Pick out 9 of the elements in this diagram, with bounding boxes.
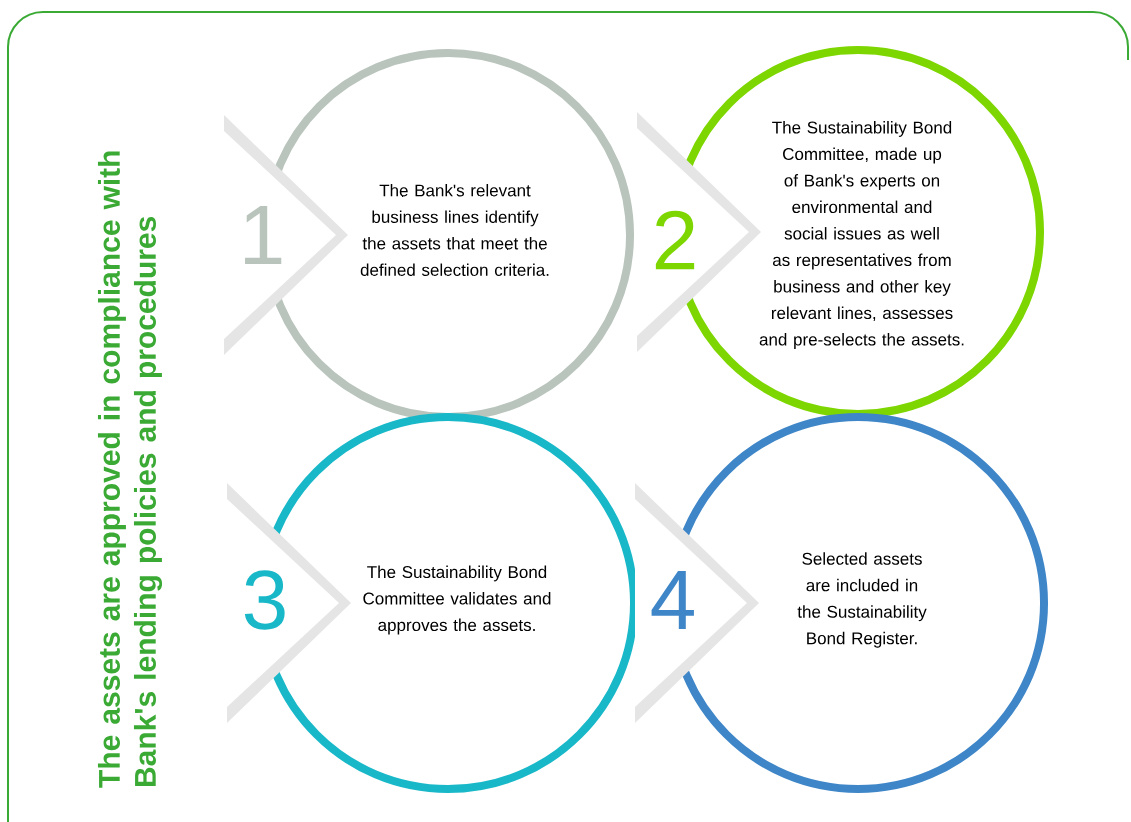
step-number: 3 bbox=[244, 570, 285, 630]
step-number: 4 bbox=[651, 571, 694, 629]
step-text: The Bank's relevant business lines identify the assets that meet the defined selection criteria. bbox=[360, 184, 549, 276]
step-number: 2 bbox=[655, 210, 695, 270]
step-text: Selected assets are included in the Sustainability Bond Register. bbox=[797, 552, 927, 648]
step-number: 1 bbox=[245, 206, 282, 264]
step-text: The Sustainability Bond Committee, made up of Bank's experts on environmental and social issues as well as representatives from business and other key relevant lines, assesses and pre-selects the assets. bbox=[759, 121, 964, 349]
step-text: The Sustainability Bond Committee validates and approves the assets. bbox=[363, 565, 551, 635]
rotated-title: The assets are approved in compliance with Bank's lending policies and procedures bbox=[97, 151, 163, 788]
